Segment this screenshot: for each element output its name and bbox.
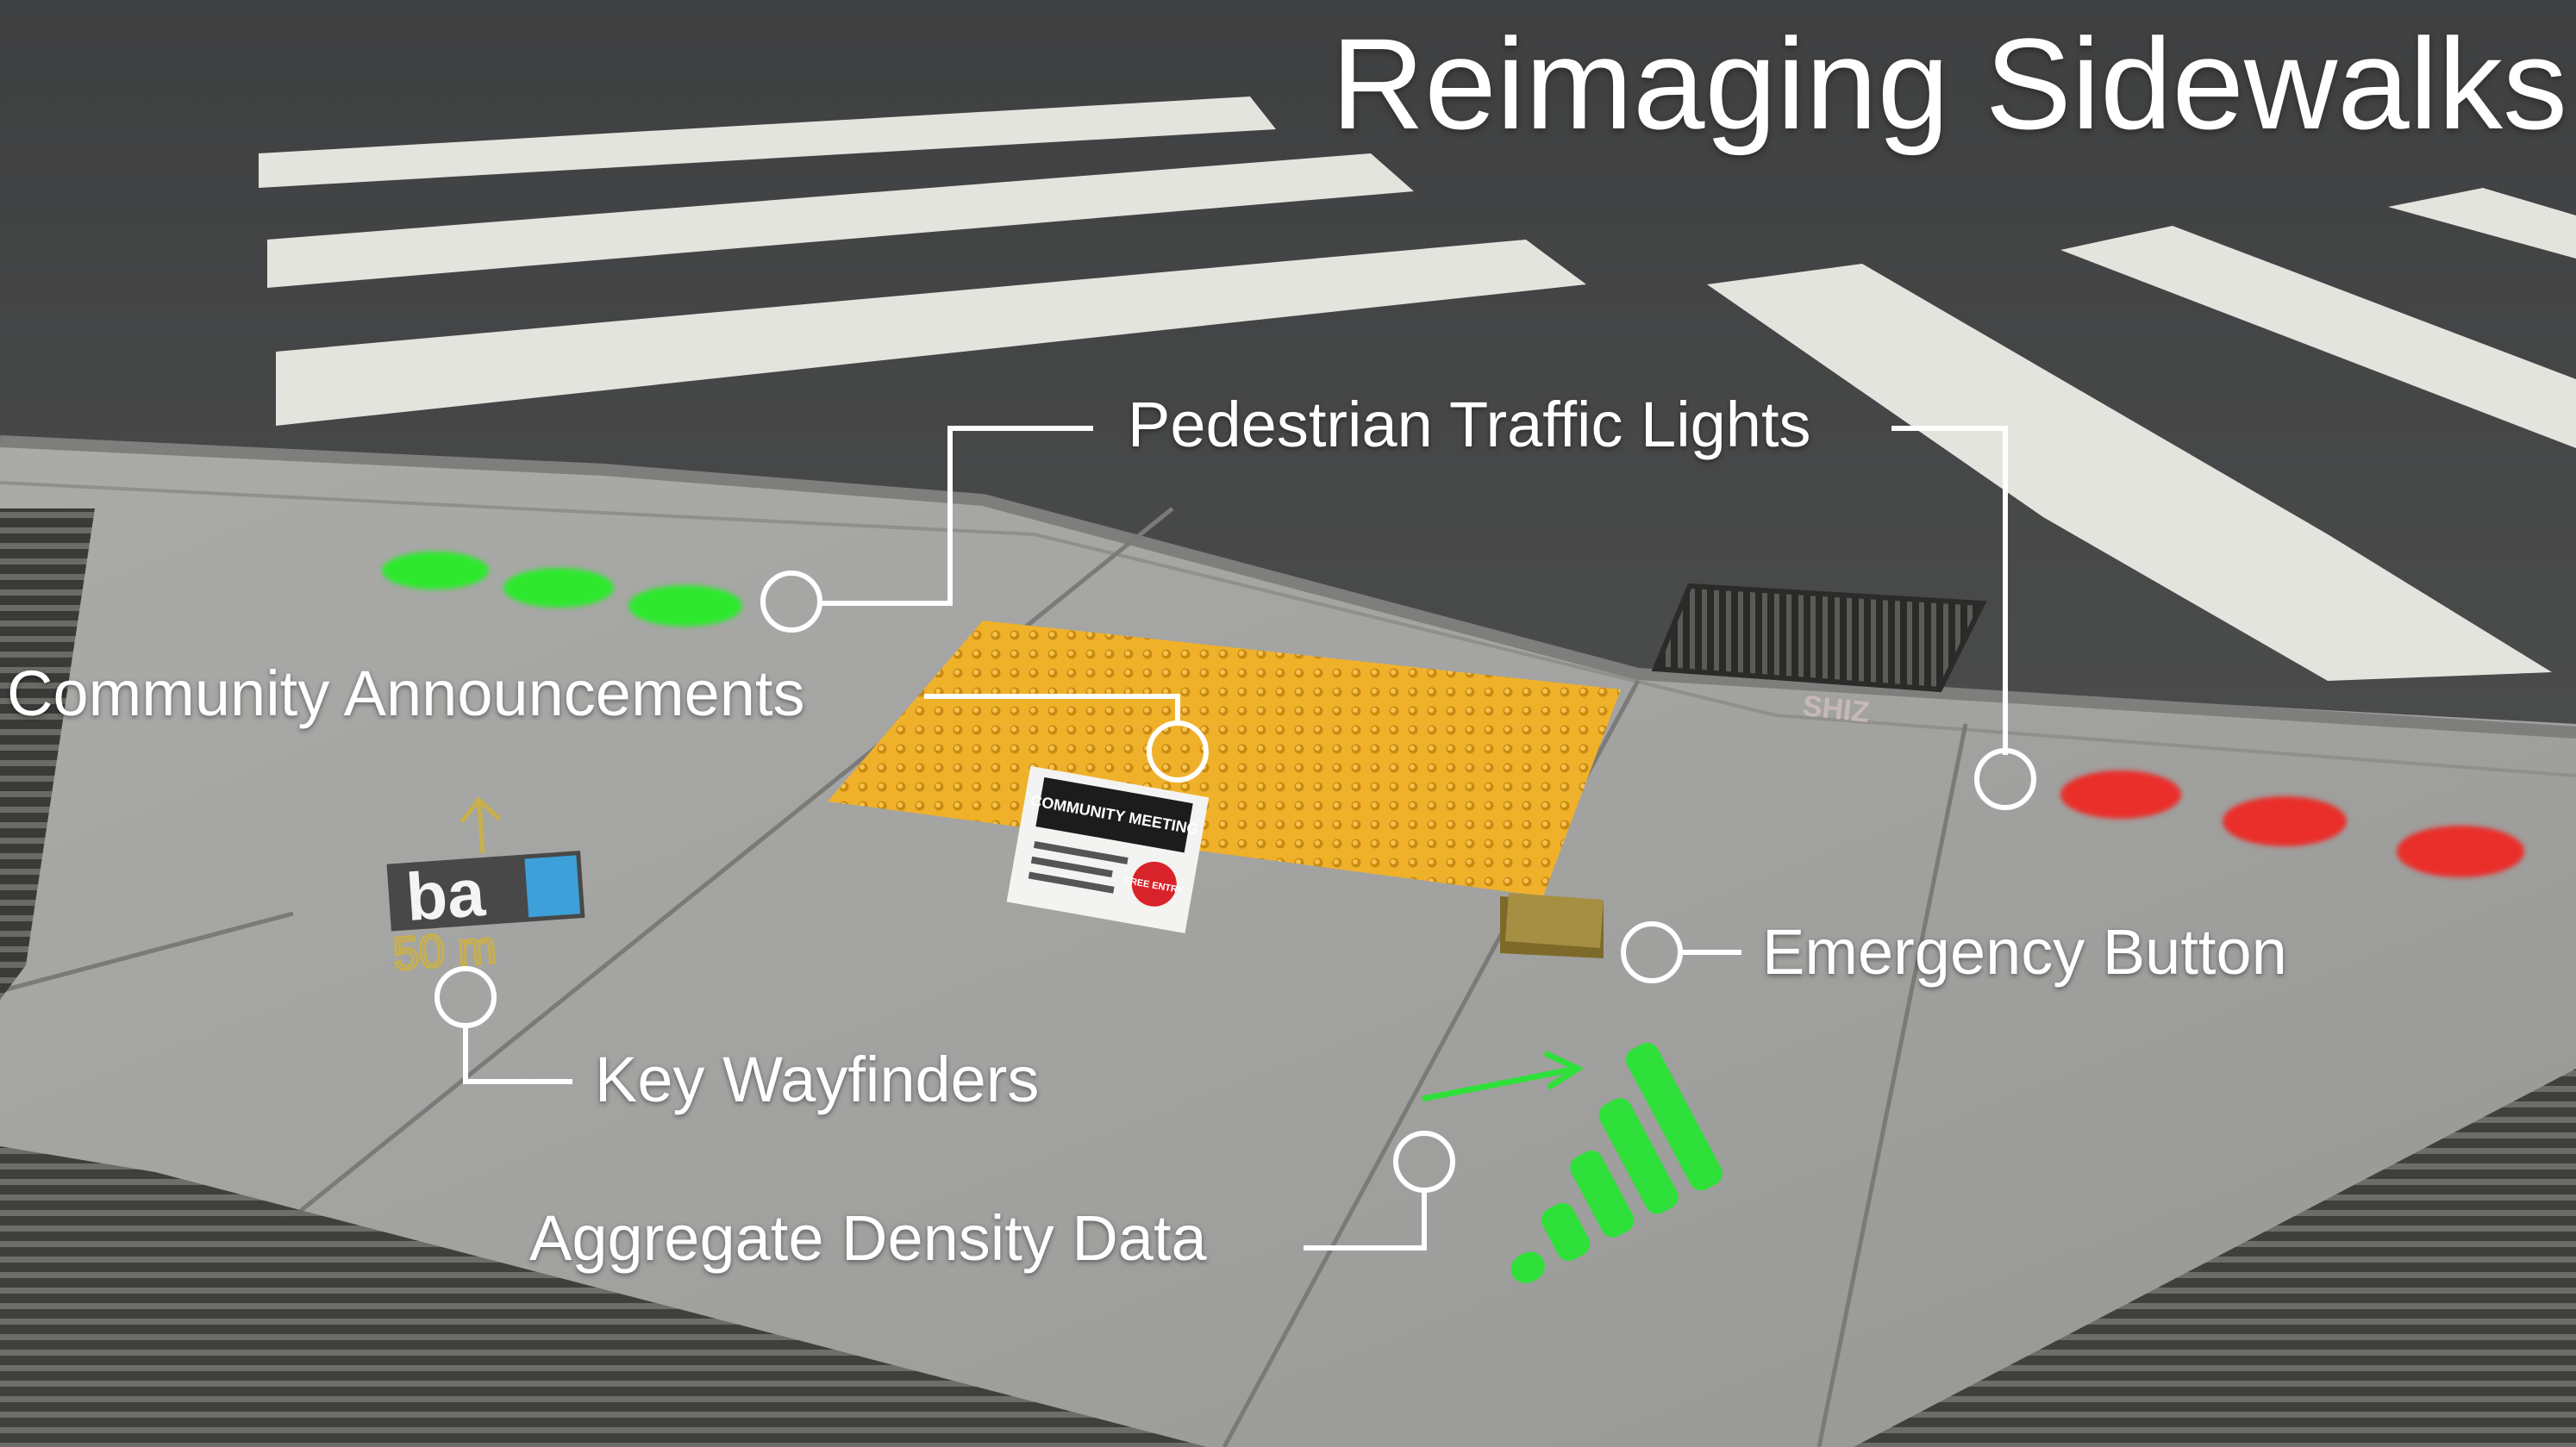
density-bar — [1626, 1042, 1723, 1191]
density-bar — [1510, 1251, 1545, 1283]
ring-icon — [760, 571, 822, 633]
curb-edge — [0, 435, 2576, 739]
poster-body-line — [1030, 856, 1113, 878]
ring-icon — [1974, 748, 2036, 810]
tactile-strip-left — [0, 508, 95, 1000]
callout-line — [924, 694, 1180, 722]
arrow-up-icon-head — [460, 796, 501, 824]
ring-icon — [1393, 1131, 1455, 1193]
ring-icon — [1621, 921, 1683, 983]
density-data-graphic — [1510, 1042, 1723, 1283]
stop-light — [2223, 796, 2347, 846]
callout-key-wayfinders: Key Wayfinders — [595, 1044, 1040, 1115]
callout-lines — [463, 426, 2008, 1251]
curb-top — [0, 481, 2576, 777]
crosswalk-stripe — [1707, 264, 2552, 681]
wayfinder-logo-accent — [524, 855, 581, 918]
emergency-button-top — [1505, 893, 1604, 948]
callout-line — [1304, 1191, 1427, 1251]
tactile-strip-bottom-left — [0, 1146, 1207, 1447]
community-poster: COMMUNITY MEETING FREE ENTRY — [1006, 765, 1210, 933]
poster-body-line — [1033, 841, 1129, 865]
ring-icon — [1147, 720, 1209, 783]
crosswalk-stripe — [259, 97, 1276, 188]
wayfinder-logo: ba — [403, 854, 488, 935]
crosswalk-stripe — [267, 153, 1414, 288]
callout-line — [463, 1026, 572, 1084]
pedestrian-lights-stop — [2060, 770, 2524, 877]
pavement-text: SHIZ — [1801, 689, 1871, 729]
crosswalk-stripe — [276, 240, 1586, 426]
callout-emergency-button: Emergency Button — [1762, 916, 2287, 988]
callout-pedestrian-traffic-lights: Pedestrian Traffic Lights — [1128, 389, 1811, 460]
go-light — [628, 585, 742, 627]
arrow-up-icon — [477, 801, 485, 854]
crosswalk — [259, 97, 2576, 681]
arrow-northeast-icon — [1422, 1050, 1585, 1102]
tactile-strip-bottom-right — [1854, 1069, 2576, 1447]
ring-icon — [435, 966, 497, 1028]
density-bar — [1598, 1098, 1679, 1214]
callout-line — [1891, 426, 2008, 755]
pedestrian-lights-go — [382, 552, 742, 627]
stop-light — [2397, 826, 2524, 877]
callout-aggregate-density-data: Aggregate Density Data — [529, 1202, 1207, 1274]
crosswalk-stripe — [2388, 188, 2576, 259]
poster-body-line — [1028, 871, 1115, 894]
emergency-button — [1500, 893, 1604, 958]
callout-community-announcements: Community Announcements — [7, 658, 805, 729]
density-bar — [1570, 1151, 1635, 1238]
stop-light — [2060, 770, 2181, 819]
callout-line — [821, 426, 1093, 606]
poster-header — [1035, 777, 1193, 853]
poster-badge — [1131, 861, 1177, 907]
go-light — [503, 568, 614, 608]
density-bar — [1541, 1202, 1591, 1262]
storm-drain — [1651, 583, 1987, 693]
callout-markers — [435, 571, 2036, 1193]
page-title: Reimaging Sidewalks — [1330, 11, 2567, 156]
go-light — [382, 552, 489, 589]
crosswalk-stripe — [2060, 226, 2576, 448]
